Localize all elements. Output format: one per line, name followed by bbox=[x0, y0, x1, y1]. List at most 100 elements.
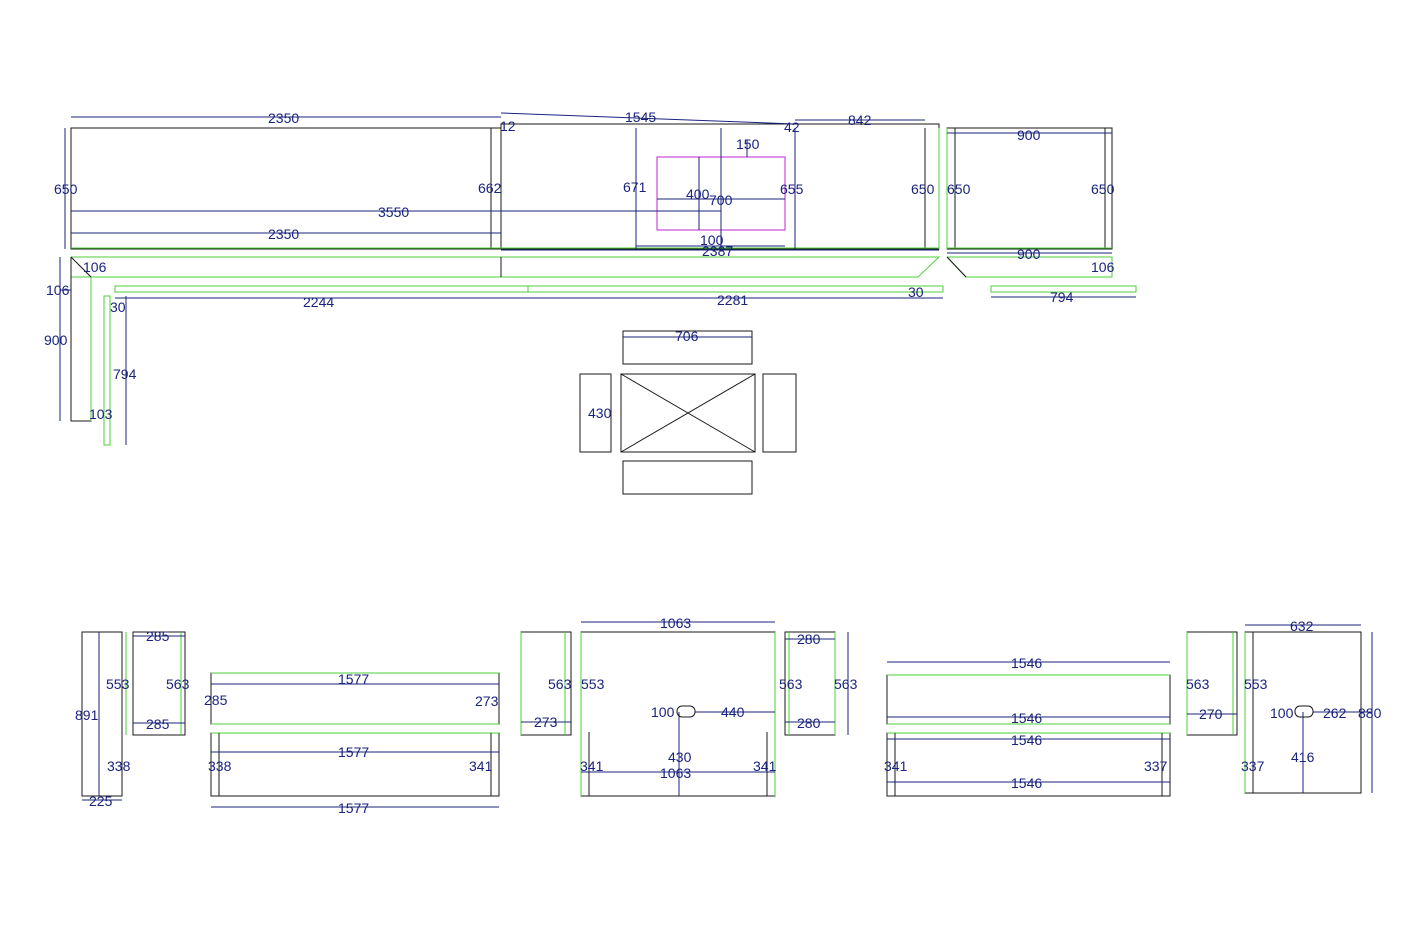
dimension-label: 42 bbox=[784, 119, 800, 135]
box-cross bbox=[620, 373, 756, 453]
dimension-label: 650 bbox=[1091, 181, 1115, 197]
dimension-label: 2350 bbox=[268, 110, 299, 126]
dim-line bbox=[500, 112, 796, 125]
dimension-label: 563 bbox=[1186, 676, 1210, 692]
cabinet-door bbox=[132, 631, 186, 736]
dimension-label: 553 bbox=[106, 676, 130, 692]
dimension-label: 563 bbox=[166, 676, 190, 692]
dimension-label: 341 bbox=[580, 758, 604, 774]
box-right-panel bbox=[762, 373, 797, 453]
dimension-label: 880 bbox=[1358, 705, 1382, 721]
right-back-strip bbox=[990, 285, 1137, 293]
cabinet-4 bbox=[886, 661, 1171, 797]
dimension-label: 440 bbox=[721, 704, 745, 720]
dimension-label: 1577 bbox=[338, 800, 369, 816]
back-strip bbox=[114, 285, 529, 293]
dimension-label: 262 bbox=[1323, 705, 1347, 721]
dimension-label: 100 bbox=[651, 704, 675, 720]
dimension-label: 900 bbox=[1017, 246, 1041, 262]
box-bottom-panel bbox=[622, 460, 753, 495]
dimension-label: 1577 bbox=[338, 671, 369, 687]
dimension-label: 794 bbox=[113, 366, 137, 382]
dimension-label: 553 bbox=[1244, 676, 1268, 692]
dimension-label: 1546 bbox=[1011, 655, 1042, 671]
dimension-label: 337 bbox=[1241, 758, 1265, 774]
dimension-label: 891 bbox=[75, 707, 99, 723]
dimension-label: 1546 bbox=[1011, 732, 1042, 748]
dimension-label: 553 bbox=[581, 676, 605, 692]
dimension-label: 1546 bbox=[1011, 710, 1042, 726]
dimension-label: 900 bbox=[44, 332, 68, 348]
dimension-label: 12 bbox=[500, 118, 516, 134]
dimension-label: 1545 bbox=[625, 109, 656, 125]
box-top-panel bbox=[622, 330, 753, 365]
dimension-label: 100 bbox=[1270, 705, 1294, 721]
cabinet-4-dimensions: 1546 1546 1546 341 337 1546 bbox=[884, 655, 1168, 791]
dimension-label: 106 bbox=[46, 282, 70, 298]
dimension-label: 655 bbox=[780, 181, 804, 197]
dimension-label: 285 bbox=[204, 692, 228, 708]
dimension-label: 280 bbox=[797, 631, 821, 647]
dimension-label: 842 bbox=[848, 112, 872, 128]
hole-slot bbox=[1294, 705, 1314, 718]
box-left-panel bbox=[579, 373, 612, 453]
dimension-label: 900 bbox=[1017, 127, 1041, 143]
dimension-label: 103 bbox=[89, 406, 113, 422]
cabinet-5 bbox=[1186, 624, 1373, 794]
dimension-label: 2387 bbox=[702, 243, 733, 259]
dimension-label: 794 bbox=[1050, 289, 1074, 305]
dimension-label: 150 bbox=[736, 136, 760, 152]
dimension-label: 341 bbox=[469, 758, 493, 774]
dimension-label: 662 bbox=[478, 180, 502, 196]
dimension-label: 273 bbox=[475, 693, 499, 709]
dimension-label: 106 bbox=[1091, 259, 1115, 275]
box-base bbox=[620, 373, 756, 453]
dimension-label: 285 bbox=[146, 716, 170, 732]
dimension-label: 1063 bbox=[660, 765, 691, 781]
far-right-panel-outline bbox=[946, 127, 1113, 250]
right-strip-miter bbox=[946, 256, 967, 278]
countertop-plan bbox=[59, 112, 1137, 446]
dimension-label: 430 bbox=[668, 749, 692, 765]
dimension-label: 416 bbox=[1291, 749, 1315, 765]
dimension-label: 285 bbox=[146, 628, 170, 644]
dimension-label: 270 bbox=[1199, 706, 1223, 722]
dimension-label: 341 bbox=[753, 758, 777, 774]
back-strip bbox=[527, 285, 944, 293]
dimension-label: 338 bbox=[208, 758, 232, 774]
dimension-label: 650 bbox=[911, 181, 935, 197]
cabinet-side bbox=[81, 631, 123, 797]
dimension-label: 1577 bbox=[338, 744, 369, 760]
cabinet-5-dimensions: 563 553 270 632 100 262 880 337 416 bbox=[1186, 618, 1382, 774]
dimension-label: 563 bbox=[548, 676, 572, 692]
hole-slot bbox=[676, 705, 696, 718]
cabinet-3 bbox=[520, 621, 849, 797]
leg-outline bbox=[70, 256, 92, 422]
dimension-label: 2244 bbox=[303, 294, 334, 310]
dimension-label: 106 bbox=[83, 259, 107, 275]
dimension-label: 30 bbox=[110, 299, 126, 315]
cabinet-2-dimensions: 1577 285 273 1577 338 341 1577 bbox=[204, 671, 499, 816]
dimension-label: 650 bbox=[947, 181, 971, 197]
dimension-label: 273 bbox=[534, 714, 558, 730]
dimension-label: 563 bbox=[834, 676, 858, 692]
dimension-label: 700 bbox=[709, 192, 733, 208]
box-dimensions: 706 430 bbox=[588, 328, 699, 421]
dimension-label: 341 bbox=[884, 758, 908, 774]
exploded-box bbox=[579, 330, 797, 495]
cabinet-1-dimensions: 285 553 563 891 285 338 225 bbox=[75, 628, 190, 809]
dimension-label: 3550 bbox=[378, 204, 409, 220]
leg-strip bbox=[103, 295, 111, 446]
dimension-label: 100 bbox=[700, 232, 724, 248]
dimension-label: 1063 bbox=[660, 615, 691, 631]
dimension-label: 2350 bbox=[268, 226, 299, 242]
dimension-label: 650 bbox=[54, 181, 78, 197]
dimension-label: 30 bbox=[908, 284, 924, 300]
dimension-label: 706 bbox=[675, 328, 699, 344]
cabinet-bottom-box bbox=[210, 732, 500, 797]
cabinet-3-dimensions: 1063 563 553 273 100 440 563 280 563 280… bbox=[534, 615, 858, 781]
dimension-label: 338 bbox=[107, 758, 131, 774]
dimension-label: 563 bbox=[779, 676, 803, 692]
cabinet-1 bbox=[81, 631, 186, 801]
